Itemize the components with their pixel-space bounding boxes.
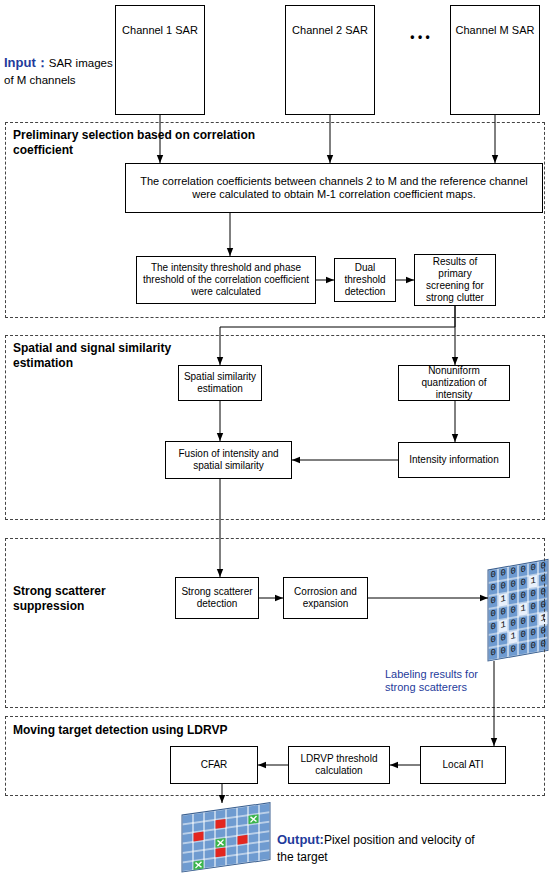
process-box: Results of primary screening for strong …	[414, 254, 496, 306]
flow-arrow	[455, 401, 456, 442]
flow-arrow	[292, 460, 398, 461]
stage-group: Spatial and signal similarity estimation…	[5, 335, 545, 520]
process-box: Strong scatterer detection	[175, 577, 259, 619]
flow-arrow	[220, 479, 221, 577]
target-pixel	[194, 831, 204, 841]
process-text: LDRVP threshold calculation	[292, 753, 386, 777]
process-text: The intensity threshold and phase thresh…	[140, 262, 312, 298]
process-text: Spatial similarity estimation	[182, 371, 258, 395]
flow-arrow	[368, 598, 488, 599]
stage-group: Strong scatterer suppressionStrong scatt…	[5, 538, 545, 708]
process-text: Results of primary screening for strong …	[418, 256, 492, 304]
stage-group: Moving target detection using LDRVP CFAR L…	[5, 716, 545, 796]
process-text: Strong scatterer detection	[179, 586, 255, 610]
output-grid	[182, 803, 270, 872]
ellipsis-mark: • • •	[398, 30, 442, 44]
velocity-cross	[251, 816, 257, 822]
process-text: Dual threshold detection	[338, 262, 392, 298]
target-pixel	[216, 819, 226, 829]
output-caption: Output:	[277, 832, 324, 847]
process-text: Local ATI	[443, 759, 484, 771]
grid-caption: Labeling results for strong scatterers	[385, 668, 485, 694]
channel-box: Channel M SAR	[450, 5, 540, 115]
grid-cells	[182, 803, 270, 872]
process-box: Local ATI	[420, 746, 506, 784]
grid-cells	[488, 559, 548, 661]
channel-box: Channel 1 SAR	[115, 5, 205, 115]
process-text: The correlation coefficients between cha…	[129, 175, 539, 201]
channel-name: Channel 1 SAR	[116, 24, 204, 36]
channel-name: Channel 2 SAR	[286, 24, 374, 36]
flow-arrow	[396, 280, 414, 281]
flow-arrow	[330, 115, 331, 163]
flow-arrow	[455, 306, 456, 365]
velocity-cross	[196, 862, 202, 868]
velocity-mark	[194, 860, 204, 870]
stage-heading: Moving target detection using LDRVP	[13, 723, 333, 738]
flow-arrow	[160, 115, 161, 163]
flow-arrow	[259, 598, 283, 599]
label-grid	[488, 559, 548, 661]
process-box: Nonuniform quantization of intensity	[398, 365, 510, 401]
process-box: The intensity threshold and phase thresh…	[136, 256, 316, 304]
target-pixel	[238, 835, 248, 845]
channel-name: Channel M SAR	[451, 24, 539, 36]
flow-arrow	[220, 306, 455, 365]
process-box: The correlation coefficients between cha…	[125, 163, 543, 213]
process-box: Spatial similarity estimation	[178, 365, 262, 401]
process-text: CFAR	[201, 759, 228, 771]
velocity-mark	[249, 814, 259, 824]
process-text: Fusion of intensity and spatial similari…	[169, 448, 288, 472]
flow-arrow	[390, 765, 420, 766]
process-box: Corrosion and expansion	[283, 577, 368, 619]
process-text: Nonuniform quantization of intensity	[402, 365, 506, 401]
flow-arrow	[316, 280, 334, 281]
process-text: Corrosion and expansion	[287, 586, 364, 610]
stage-heading: Strong scatterer suppression	[13, 584, 173, 614]
stage-heading: Spatial and signal similarity estimation	[13, 341, 178, 371]
stage-group: Preliminary selection based on correlati…	[5, 122, 545, 318]
target-pixel	[216, 847, 226, 857]
velocity-cross	[218, 840, 224, 846]
flow-arrow	[258, 765, 288, 766]
flow-arrow	[495, 115, 496, 163]
process-text: Intensity information	[409, 454, 499, 466]
stage-heading: Preliminary selection based on correlati…	[13, 128, 293, 158]
process-box: Fusion of intensity and spatial similari…	[165, 441, 292, 479]
output-matrix: Output:Pixel position and velocity of th…	[182, 803, 270, 872]
label-matrix: 0 0 0 0 0 00 0 0 0 1 00 1 0 0 0 00 0 0 1…	[488, 559, 548, 661]
input-heading: Input：	[4, 55, 49, 70]
velocity-mark	[216, 838, 226, 848]
channel-box: Channel 2 SAR	[285, 5, 375, 115]
process-box: LDRVP threshold calculation	[288, 746, 390, 784]
process-box: Intensity information	[398, 442, 510, 478]
input-caption: Input：SAR images of M channels	[4, 54, 114, 88]
process-box: Dual threshold detection	[334, 258, 396, 302]
flow-arrow	[494, 661, 495, 746]
caption-block: Output:Pixel position and velocity of th…	[277, 831, 492, 865]
flow-arrow	[220, 401, 221, 441]
flow-arrow	[222, 784, 223, 803]
process-box: CFAR	[170, 746, 258, 784]
flow-arrow	[230, 213, 231, 256]
